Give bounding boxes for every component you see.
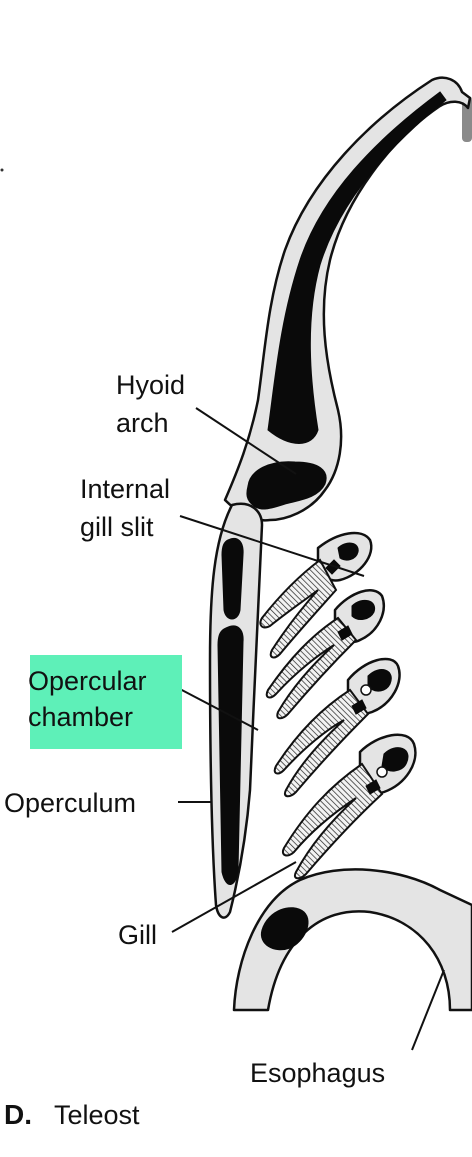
label-hyoid-line1: Hyoid <box>116 370 185 400</box>
gill-leader <box>171 861 297 933</box>
hyoid-leader <box>195 407 297 475</box>
label-internal-line1: Internal <box>80 474 170 504</box>
operculum-bone-lower <box>217 625 244 885</box>
hyoid-arch-outline <box>223 76 472 522</box>
gill-arch-3 <box>273 657 401 798</box>
label-internal-line2: gill slit <box>80 512 154 542</box>
gill-arch-1 <box>259 531 373 659</box>
label-esophagus: Esophagus <box>250 1058 385 1088</box>
operculum-bone-upper <box>221 537 244 620</box>
caption-letter: D. <box>4 1099 32 1130</box>
gill-arch-4 <box>282 733 417 880</box>
label-hyoid-line2: arch <box>116 408 169 438</box>
opercular-highlight <box>30 655 182 749</box>
label-gill: Gill <box>118 920 157 950</box>
label-opercular-line2: chamber <box>28 702 133 732</box>
label-opercular-line1: Opercular <box>28 666 147 696</box>
esophagus-leader <box>411 969 445 1051</box>
esophagus-dark-spot <box>260 907 309 951</box>
esophagus-wall <box>232 868 472 1012</box>
edge-dot <box>0 168 4 172</box>
opercular-chamber-leader <box>177 687 259 731</box>
hyoid-blob <box>246 461 327 510</box>
gill-arch-2 <box>265 589 385 720</box>
caption-title: Teleost <box>54 1100 140 1130</box>
label-operculum: Operculum <box>4 788 136 818</box>
edge-marker <box>462 96 472 142</box>
hyoid-bone <box>267 91 447 444</box>
internal-gill-slit-leader <box>179 515 365 577</box>
